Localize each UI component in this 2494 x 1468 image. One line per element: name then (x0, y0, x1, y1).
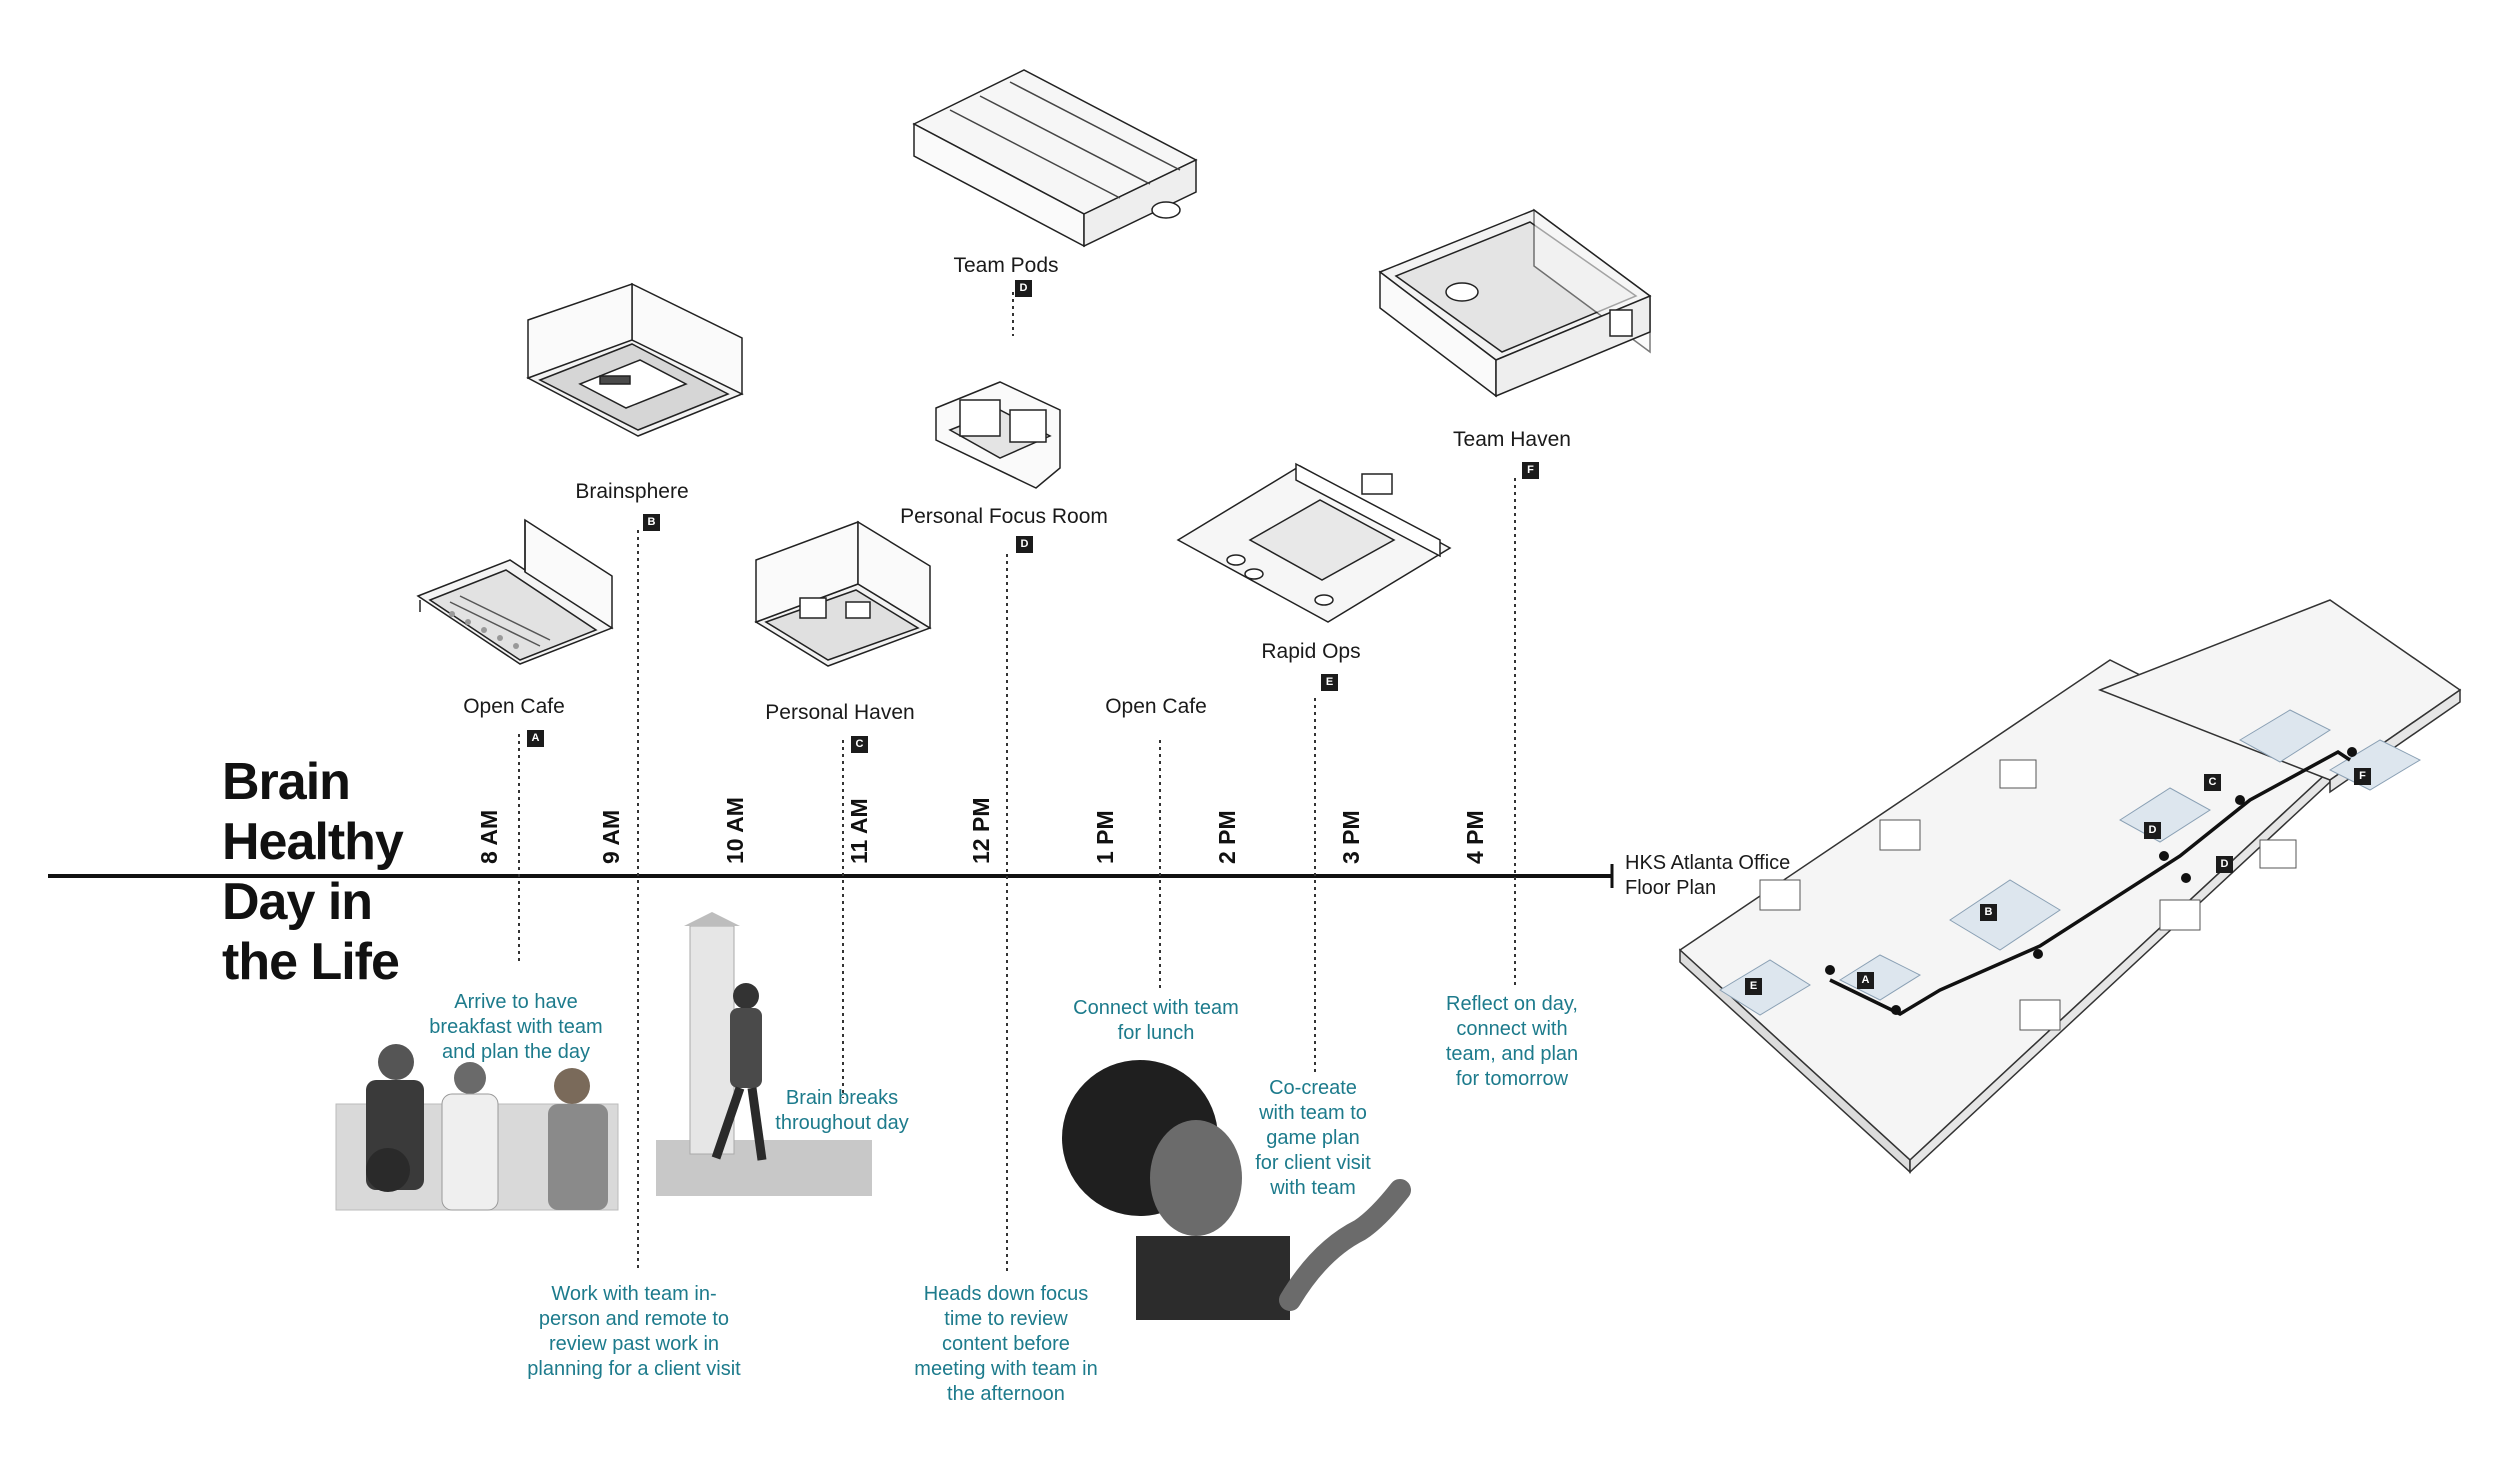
floor-badge-f: F (2354, 768, 2371, 785)
space-badge-e: E (1321, 674, 1338, 691)
connector-lines (518, 292, 1516, 1272)
activity-heads-down-focus: Heads down focus time to review content … (914, 1283, 1098, 1405)
rapid-ops-illustration (1176, 462, 1452, 623)
floor-badge-d-1: D (2144, 822, 2161, 839)
floor-badge-e: E (1745, 978, 1762, 995)
floor-badge-c: C (2204, 774, 2221, 791)
time-label-10am: 10 AM (722, 797, 748, 864)
co-create-photo (1062, 1060, 1411, 1320)
time-label-3pm: 3 PM (1338, 810, 1364, 864)
space-label-team-pods: Team Pods (953, 254, 1059, 277)
activity-co-create: Co-create with team to game plan for cli… (1255, 1077, 1371, 1199)
personal-haven-illustration (754, 520, 932, 667)
time-label-2pm: 2 PM (1214, 810, 1240, 864)
activity-brain-breaks: Brain breaks throughout day (775, 1087, 909, 1134)
space-badge-f: F (1522, 462, 1539, 479)
floor-badge-a: A (1857, 972, 1874, 989)
floor-plan-route (1829, 749, 2351, 1016)
brainsphere-illustration (526, 282, 744, 437)
space-badge-d-focus: D (1016, 536, 1033, 553)
space-label-open-cafe-a: Open Cafe (463, 695, 565, 718)
activity-review-past-work: Work with team in- person and remote to … (527, 1283, 741, 1380)
time-label-4pm: 4 PM (1462, 810, 1488, 864)
title-line-4: the Life (222, 933, 400, 991)
activity-reflect: Reflect on day, connect with team, and p… (1445, 993, 1579, 1090)
open-cafe-illustration (416, 518, 614, 665)
time-label-9am: 9 AM (598, 809, 624, 864)
team-pods-illustration (912, 69, 1198, 248)
space-label-open-cafe: Open Cafe (1105, 695, 1207, 718)
breakfast-photo (335, 1044, 619, 1211)
floor-badge-d-2: D (2216, 856, 2233, 873)
space-label-brainsphere: Brainsphere (575, 480, 689, 503)
floor-plan-illustration (1678, 599, 2462, 1174)
time-label-11am: 11 AM (846, 798, 872, 864)
time-label-1pm: 1 PM (1092, 810, 1118, 864)
time-label-12pm: 12 PM (968, 797, 994, 864)
personal-focus-room-illustration (935, 381, 1061, 489)
space-label-personal-haven: Personal Haven (765, 701, 915, 724)
title-line-2: Healthy (222, 813, 404, 871)
space-label-team-haven: Team Haven (1453, 428, 1571, 451)
space-badge-b: B (643, 514, 660, 531)
time-label-8am: 8 AM (476, 809, 502, 864)
activity-breakfast: Arrive to have breakfast with team and p… (429, 991, 603, 1063)
floor-badge-b: B (1980, 904, 1997, 921)
floor-plan-label: HKS Atlanta Office Floor Plan (1625, 852, 1791, 899)
team-haven-illustration (1378, 208, 1652, 398)
title-line-1: Brain (222, 753, 351, 811)
activity-lunch: Connect with team for lunch (1073, 997, 1239, 1044)
title-line-3: Day in (222, 873, 373, 931)
space-badge-a: A (527, 730, 544, 747)
diagram-title: Brain Healthy Day in the Life (222, 752, 404, 992)
space-badge-d-pods: D (1015, 280, 1032, 297)
brain-break-photo (656, 912, 872, 1196)
space-badge-c: C (851, 736, 868, 753)
space-label-personal-focus-room: Personal Focus Room (900, 505, 1108, 528)
space-label-rapid-ops: Rapid Ops (1261, 640, 1361, 663)
